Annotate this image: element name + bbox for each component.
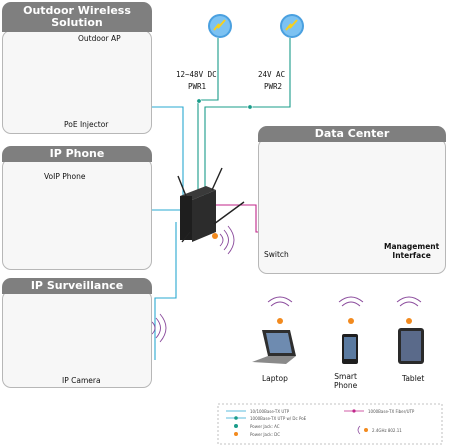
voip-phone-label: VoIP Phone bbox=[44, 172, 86, 181]
panel-ip-surveillance-title: IP Surveillance bbox=[2, 278, 152, 294]
legend-item-6: 2.4GHz 802.11 bbox=[372, 428, 402, 433]
router-device-icon bbox=[177, 167, 245, 243]
link-camera bbox=[154, 222, 177, 360]
pwr2-voltage-label: 24V AC bbox=[258, 70, 286, 79]
pwr1-name-label: PWR1 bbox=[188, 82, 207, 91]
smart-phone-line1: Smart bbox=[334, 372, 357, 381]
legend-item-5: 1000Base-TX Fiber/UTP bbox=[368, 409, 415, 414]
power-source-icon-1 bbox=[208, 14, 232, 38]
pwr-connector-dots bbox=[196, 98, 253, 110]
ip-camera-label: IP Camera bbox=[62, 376, 101, 385]
tablet-icon bbox=[396, 296, 424, 364]
management-interface-label: Management Interface bbox=[384, 242, 439, 260]
smart-phone-label: Smart Phone bbox=[334, 372, 357, 390]
legend-item-2: 1000Base-TX UTP w/ Dc PoE bbox=[250, 416, 307, 421]
panel-outdoor-wireless-title: Outdoor Wireless Solution bbox=[2, 2, 152, 32]
router-wireless-waves bbox=[219, 225, 235, 255]
panel-ip-surveillance bbox=[2, 290, 152, 388]
legend-item-4: Power Jack: DC bbox=[250, 432, 281, 437]
poe-injector-label: PoE Injector bbox=[64, 120, 109, 129]
legend-item-3: Power Jack: AC bbox=[250, 424, 280, 429]
panel-data-center-title: Data Center bbox=[258, 126, 446, 142]
camera-wireless-waves bbox=[151, 313, 167, 343]
smart-phone-line2: Phone bbox=[334, 381, 358, 390]
laptop-icon bbox=[252, 296, 296, 364]
management-interface-line1: Management bbox=[384, 242, 440, 251]
laptop-label: Laptop bbox=[262, 374, 288, 383]
switch-label: Switch bbox=[264, 250, 289, 259]
legend-box bbox=[217, 403, 443, 445]
legend-item-1: 10/100Base-TX UTP bbox=[250, 409, 290, 414]
panel-data-center bbox=[258, 138, 446, 274]
panel-outdoor-wireless bbox=[2, 30, 152, 134]
panel-ip-phone-title: IP Phone bbox=[2, 146, 152, 162]
management-interface-line2: Interface bbox=[392, 251, 431, 260]
link-pwr1 bbox=[197, 38, 219, 195]
power-source-icon-2 bbox=[280, 14, 304, 38]
pwr1-voltage-label: 12~48V DC bbox=[176, 70, 217, 79]
pwr2-name-label: PWR2 bbox=[264, 82, 283, 91]
tablet-label: Tablet bbox=[402, 374, 425, 383]
smart-phone-icon bbox=[338, 296, 364, 364]
outdoor-ap-label: Outdoor AP bbox=[78, 34, 121, 43]
outdoor-title-line1: Outdoor Wireless bbox=[23, 4, 131, 17]
outdoor-title-line2: Solution bbox=[51, 16, 103, 29]
